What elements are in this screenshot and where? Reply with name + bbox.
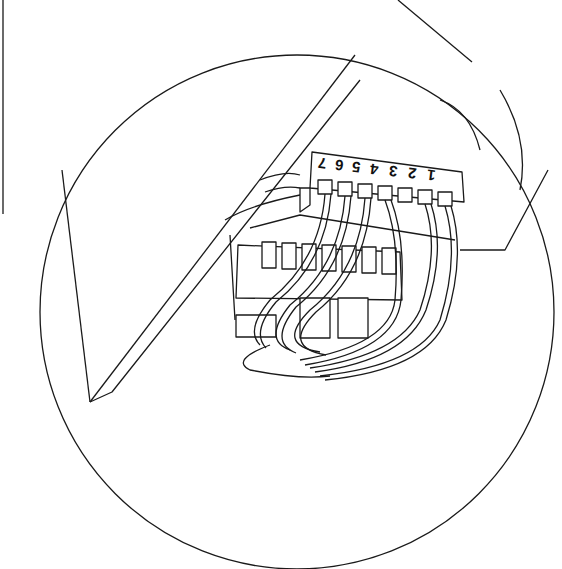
detail-circle [40,55,554,569]
housing-line [500,90,523,190]
cable [260,173,300,180]
frame-line [2,0,3,214]
board-edge [250,215,455,240]
terminal-row [236,245,402,300]
frame-line [398,0,472,62]
housing-line [460,170,548,250]
board-edge [225,195,300,320]
connector-screws [318,180,452,206]
housing-line [440,100,480,150]
panel-edge [62,170,90,402]
panel-edge [90,55,355,402]
wires [243,194,457,380]
cable [265,187,300,192]
connector-plug [300,188,310,212]
